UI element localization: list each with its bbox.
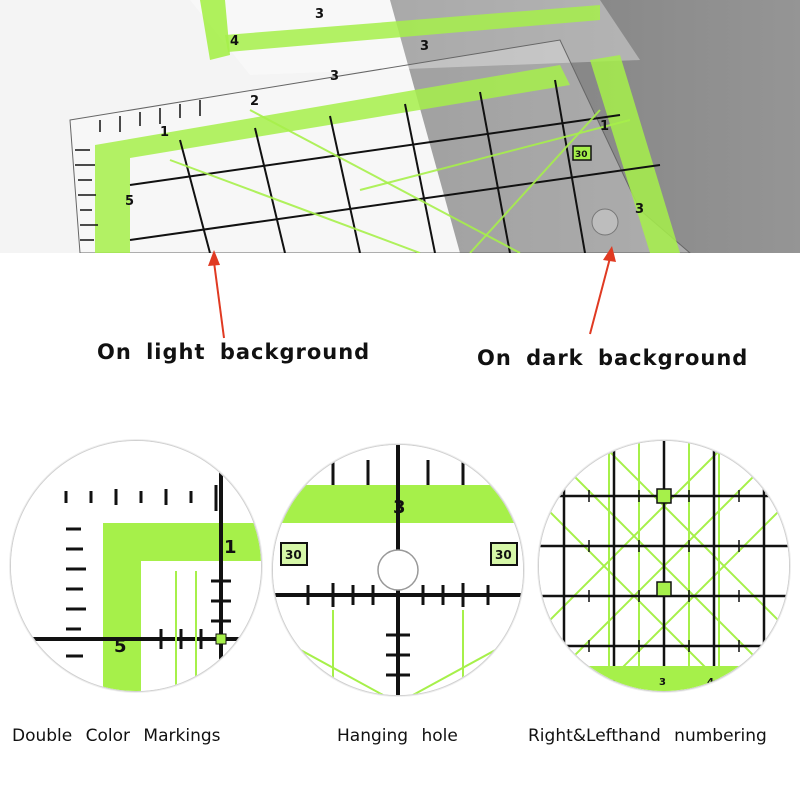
ruler-number: 3 [420,39,429,54]
back-ruler [190,0,640,75]
hanging-hole [591,208,619,236]
front-ruler: 1 2 3 4 5 1 3 3 3 30 [69,7,691,253]
ruler-badge: 30 [285,548,302,562]
detail-circle-double-color: 1 5 [10,440,262,692]
ruler-badge: 30 [495,548,512,562]
ruler-number: 3 [659,677,666,688]
ruler-number: 3 [315,7,324,22]
ruler-badge: 30 [575,150,588,160]
ruler-number: 3 [393,497,406,518]
ruler-number: 3 [330,69,339,84]
feature-caption-hanging-hole: Hanging hole [337,726,458,746]
ruler-number: 5 [125,194,134,209]
detail-circle-hanging-hole: 30 30 3 [272,444,524,696]
ruler-number: 3 [635,202,644,217]
ruler-number: 1 [224,537,237,558]
arrow-dark [589,246,616,335]
ruler-number: 5 [114,636,127,657]
arrow-light [208,250,225,339]
dark-fabric-background [390,0,800,253]
feature-caption-numbering: Right&Lefthand numbering [528,726,767,746]
ruler-number: 2 [250,94,259,109]
detail-circle-numbering: 3 4 [538,440,790,692]
ruler-number: 4 [707,677,714,688]
light-background-label: On light background [97,340,371,364]
hanging-hole [377,549,419,591]
ruler-photo-hero: 1 2 3 4 5 1 3 3 3 30 [0,0,800,253]
ruler-number: 4 [230,34,239,49]
ruler-number: 1 [600,119,609,134]
dark-background-label: On dark background [477,346,749,370]
ruler-number: 1 [160,125,169,140]
feature-caption-double-color: Double Color Markings [12,726,221,746]
